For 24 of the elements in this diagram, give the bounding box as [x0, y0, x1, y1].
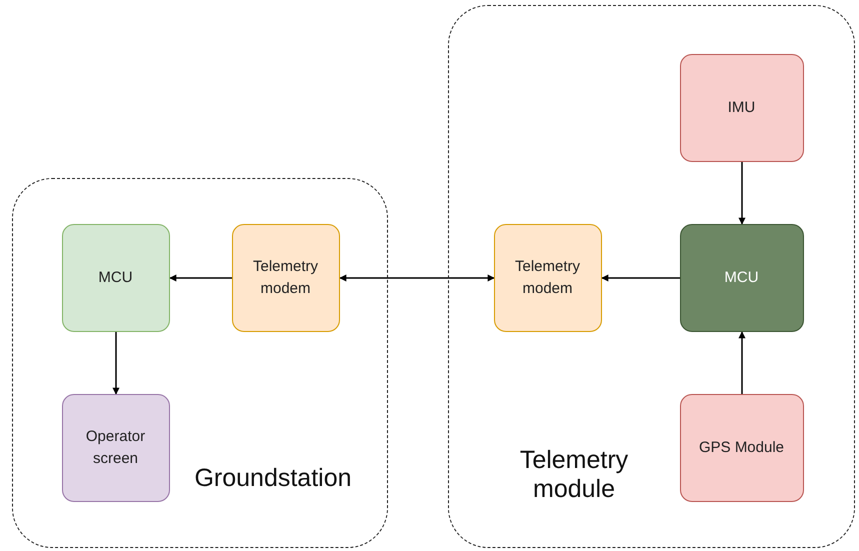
arrow	[738, 331, 746, 394]
node-label: GPS Module	[698, 438, 786, 458]
arrow	[601, 274, 680, 282]
node-label: Telemetry modem	[514, 256, 582, 298]
group-container	[12, 178, 388, 548]
process-box	[62, 394, 170, 502]
node-label: MCU	[723, 268, 760, 288]
process-box	[680, 224, 804, 332]
arrow	[112, 332, 120, 395]
process-box	[62, 224, 170, 332]
arrow	[169, 274, 232, 282]
process-box	[680, 394, 804, 502]
arrow	[738, 162, 746, 225]
process-box	[680, 54, 804, 162]
group-title: Groundstation	[193, 464, 353, 493]
node-label: MCU	[97, 268, 134, 288]
group-title: Telemetry module	[518, 446, 630, 504]
process-box	[232, 224, 340, 332]
node-label: IMU	[726, 98, 756, 118]
process-box	[494, 224, 602, 332]
node-label: Operator screen	[84, 426, 146, 468]
arrow	[339, 274, 495, 282]
group-container	[448, 5, 855, 548]
node-label: Telemetry modem	[252, 256, 320, 298]
